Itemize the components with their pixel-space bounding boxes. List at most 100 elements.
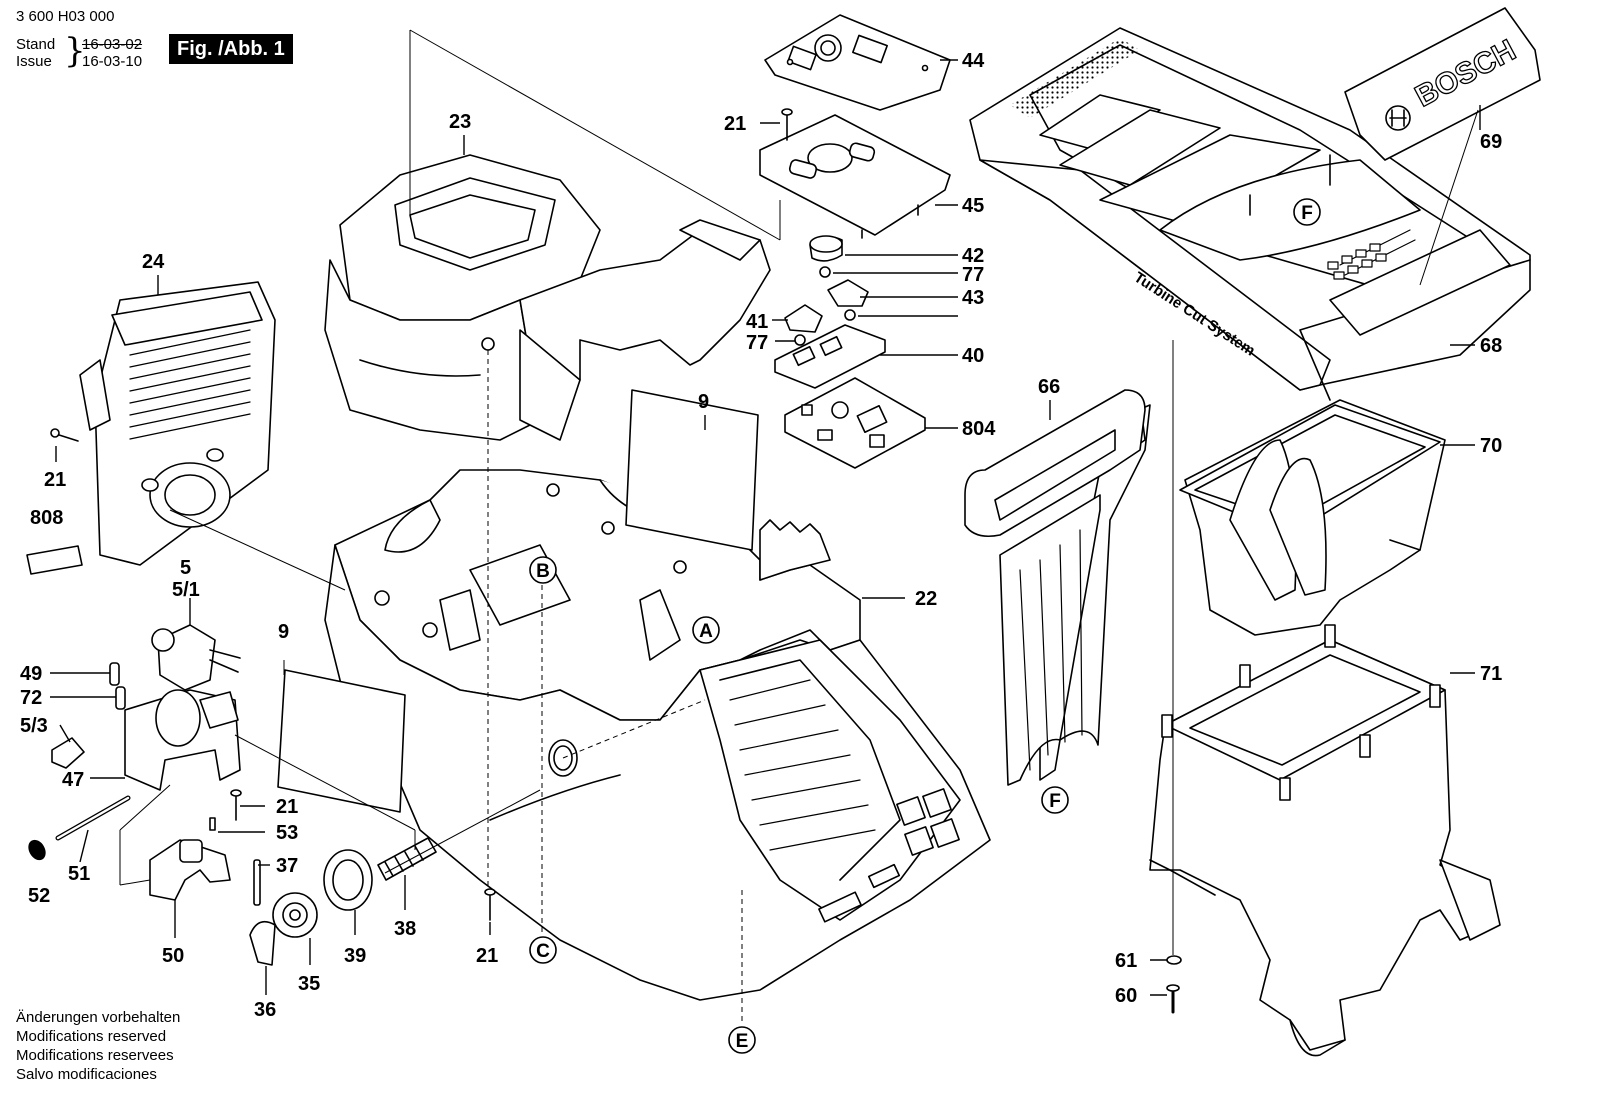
assembly-lines [119, 29, 1479, 1025]
screw-part-21-top [781, 108, 793, 141]
pin-part-37 [253, 859, 261, 906]
callout-21-left: 21 [44, 469, 66, 491]
callout-5: 5 [180, 557, 191, 579]
axle-part-51 [55, 795, 131, 841]
callout-9-lower: 9 [278, 621, 289, 643]
marker-a-text: A [699, 621, 713, 642]
callout-37: 37 [276, 855, 298, 877]
callout-24: 24 [142, 251, 165, 273]
screw-part-21-clip [230, 789, 242, 821]
side-cover-part-24 [79, 281, 276, 566]
switch-plate-part-45 [759, 114, 951, 239]
callout-40: 40 [962, 345, 984, 367]
container-part-70 [1179, 399, 1446, 636]
screw-part-60 [1166, 984, 1180, 1014]
screw-part-21-bottom [484, 888, 496, 921]
handle-part-66 [964, 389, 1151, 786]
note-es: Salvo modificaciones [16, 1066, 157, 1083]
wheel-part-39 [323, 849, 373, 911]
document-number: 3 600 H03 000 [16, 8, 115, 25]
brace-symbol: } [64, 31, 86, 71]
connection-markers [529, 198, 1321, 1054]
callout-21-top: 21 [724, 113, 746, 135]
callout-42: 42 [962, 245, 984, 267]
marker-a [692, 616, 720, 644]
button-part-41 [784, 304, 823, 333]
gear-part-35 [272, 892, 318, 938]
cable-clip-part-5-3 [51, 737, 85, 769]
note-en: Modifications reserved [16, 1028, 167, 1045]
bracket-part-50 [149, 839, 231, 901]
plug-part-5 [151, 624, 241, 691]
issue-date: 16-03-10 [82, 53, 143, 70]
threaded-rod-part-38 [377, 837, 437, 881]
callout-51: 51 [68, 863, 90, 885]
label-plate-9-upper [625, 389, 759, 551]
end-cap-part-52 [28, 839, 46, 861]
circuit-board-part-804 [784, 377, 926, 469]
callout-804: 804 [962, 418, 996, 440]
switch-cover-part-44 [764, 14, 951, 111]
callout-35: 35 [298, 973, 320, 995]
note-de: Änderungen vorbehalten [16, 1009, 181, 1026]
callout-38: 38 [394, 918, 416, 940]
marker-f-handle [1041, 786, 1069, 814]
callout-50: 50 [162, 945, 184, 967]
callout-61: 61 [1115, 950, 1137, 972]
callout-60: 60 [1115, 985, 1137, 1007]
main-housing-part-22 [324, 469, 991, 1001]
issue-label: Issue [16, 53, 52, 70]
pin-part-53 [209, 817, 216, 831]
marker-f-handle-text: F [1049, 791, 1061, 812]
button-part-43 [827, 279, 869, 307]
callout-72: 72 [20, 687, 42, 709]
callout-22: 22 [915, 588, 937, 610]
callout-5-3: 5/3 [20, 715, 48, 737]
callout-39: 39 [344, 945, 366, 967]
callout-70: 70 [1480, 435, 1502, 457]
callout-43: 43 [962, 287, 984, 309]
callout-47: 47 [62, 769, 84, 791]
callout-5-1: 5/1 [172, 579, 200, 601]
callout-68: 68 [1480, 335, 1502, 357]
bushing-part-72 [115, 686, 126, 710]
note-fr: Modifications reservees [16, 1047, 174, 1064]
callout-53: 53 [276, 822, 298, 844]
label-sticker-808 [26, 545, 83, 575]
washer-part-61 [1166, 955, 1182, 965]
callout-45: 45 [962, 195, 984, 217]
spring-part-77-a [819, 266, 831, 278]
callout-49: 49 [20, 663, 42, 685]
callout-71: 71 [1480, 663, 1502, 685]
figure-badge: Fig. /Abb. 1 [169, 34, 293, 64]
callout-23: 23 [449, 111, 471, 133]
callout-44: 44 [962, 50, 985, 72]
stand-date: 16-03-02 [82, 36, 143, 53]
callout-36: 36 [254, 999, 276, 1021]
marker-b-text: B [536, 561, 550, 582]
callout-808: 808 [30, 507, 63, 529]
callout-21-clip: 21 [276, 796, 298, 818]
callout-66: 66 [1038, 376, 1060, 398]
switch-carrier-part-40 [774, 324, 886, 389]
spring-part-77-b [844, 309, 856, 321]
knob-part-42 [809, 235, 843, 262]
marker-b [529, 556, 557, 584]
marker-c [529, 936, 557, 964]
callout-77-b: 77 [746, 332, 768, 354]
upper-housing-part-23 [324, 154, 771, 441]
cam-part-36 [249, 920, 276, 966]
callout-77-a: 77 [962, 264, 984, 286]
screw-part-21-left [50, 428, 79, 442]
marker-f-top [1293, 198, 1321, 226]
callout-69: 69 [1480, 131, 1502, 153]
callout-leaders [50, 59, 1481, 996]
label-plate-9-lower [277, 669, 406, 813]
spring-part-77-c [794, 334, 806, 346]
base-part-71 [1149, 624, 1501, 1057]
stand-label: Stand [16, 36, 56, 53]
marker-f-top-text: F [1301, 203, 1313, 224]
callout-21-bottom: 21 [476, 945, 498, 967]
callout-9-upper: 9 [698, 391, 709, 413]
